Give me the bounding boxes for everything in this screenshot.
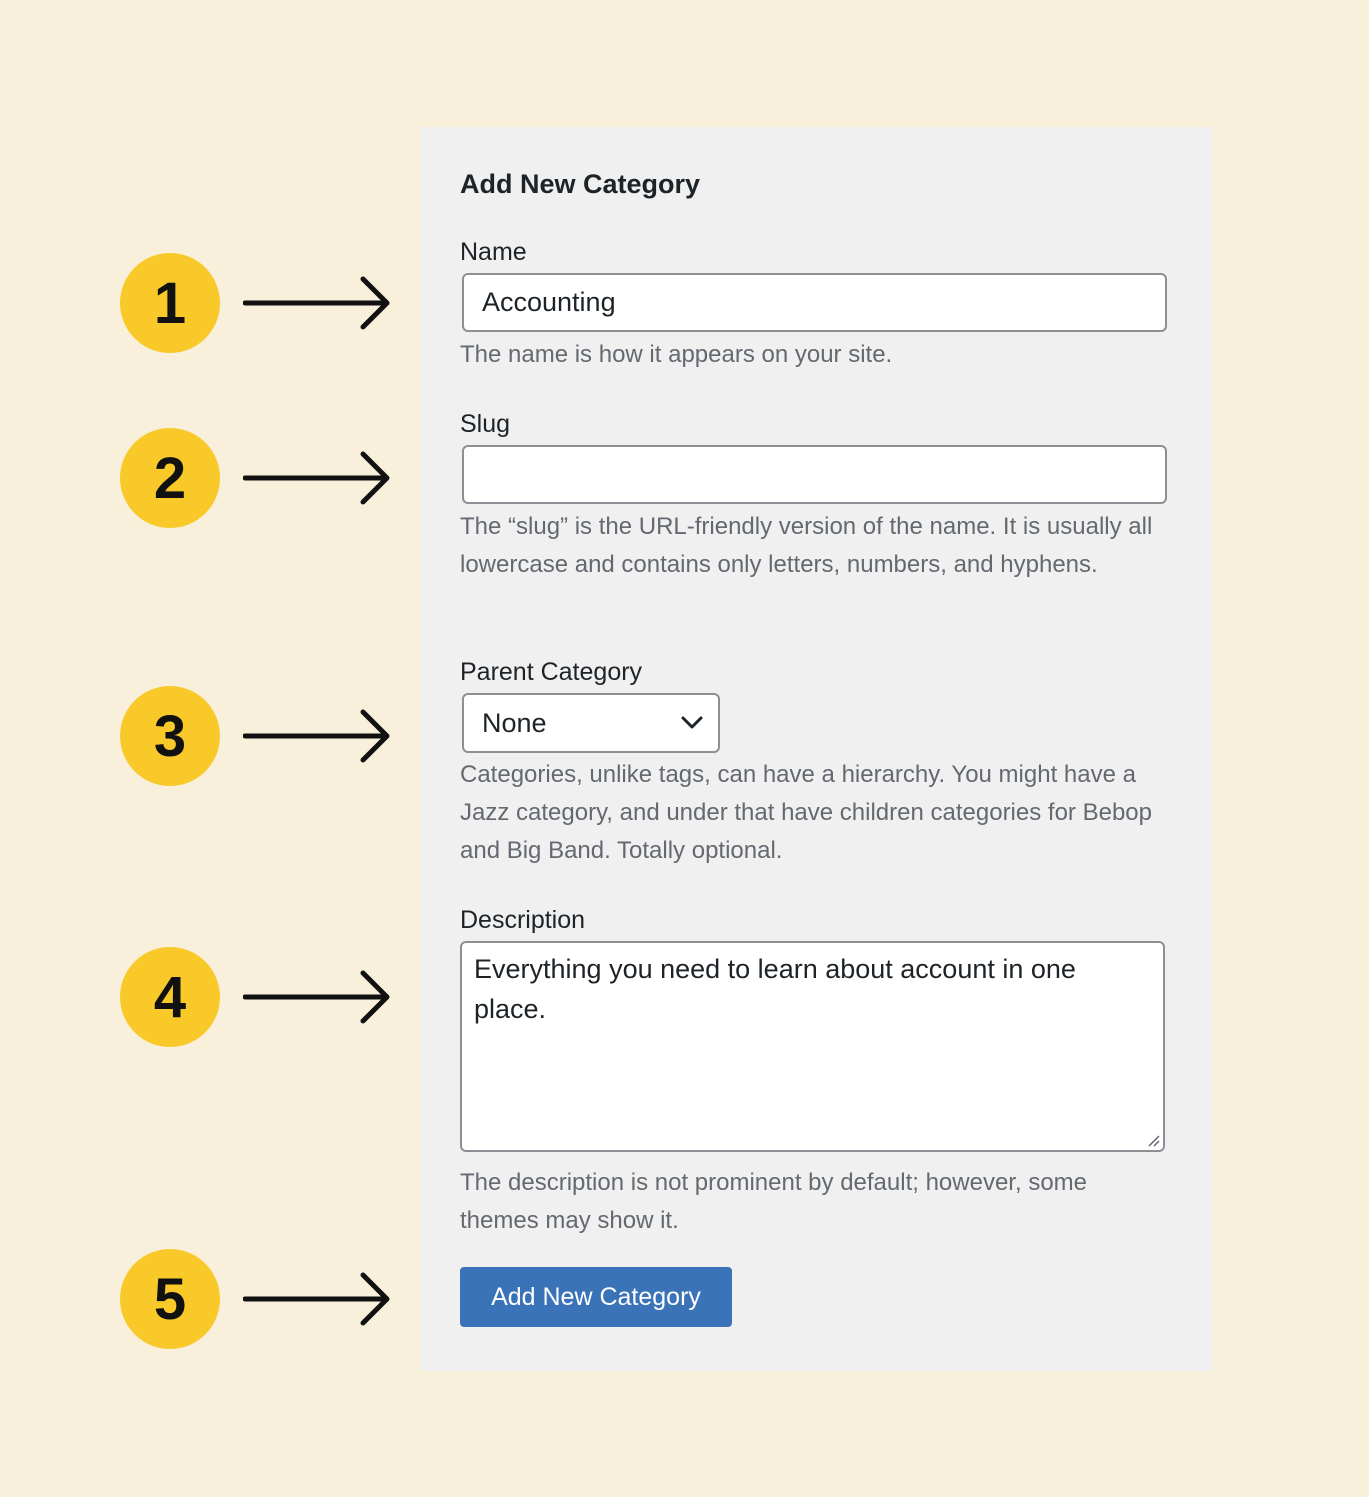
name-input[interactable] [462, 273, 1167, 332]
arrow-right-icon [243, 276, 390, 330]
step-marker-5: 5 [120, 1249, 220, 1349]
resize-handle-icon[interactable] [1146, 1133, 1160, 1147]
chevron-down-icon [681, 716, 703, 729]
arrow-right-icon [243, 451, 390, 505]
name-label: Name [460, 238, 527, 266]
form-heading: Add New Category [460, 169, 701, 199]
description-value: Everything you need to learn about accou… [474, 954, 1076, 1024]
step-marker-1: 1 [120, 253, 220, 353]
add-category-form: Add New Category Name The name is how it… [420, 127, 1213, 1371]
name-help-text: The name is how it appears on your site. [460, 341, 893, 368]
description-help-text: The description is not prominent by defa… [460, 1169, 1087, 1234]
parent-category-help-text: Categories, unlike tags, can have a hier… [460, 761, 1152, 864]
slug-label: Slug [460, 410, 511, 438]
parent-category-select[interactable]: None [462, 693, 720, 753]
step-marker-2: 2 [120, 428, 220, 528]
step-marker-4: 4 [120, 947, 220, 1047]
arrow-right-icon [243, 1272, 390, 1326]
description-label: Description [460, 906, 586, 934]
step-marker-3: 3 [120, 686, 220, 786]
add-new-category-button[interactable]: Add New Category [460, 1267, 732, 1327]
slug-help-text: The “slug” is the URL-friendly version o… [460, 513, 1153, 578]
slug-input[interactable] [462, 445, 1167, 504]
arrow-right-icon [243, 709, 390, 763]
parent-category-selected: None [482, 708, 547, 738]
arrow-right-icon [243, 970, 390, 1024]
description-textarea[interactable]: Everything you need to learn about accou… [460, 941, 1165, 1152]
parent-category-label: Parent Category [460, 658, 643, 686]
